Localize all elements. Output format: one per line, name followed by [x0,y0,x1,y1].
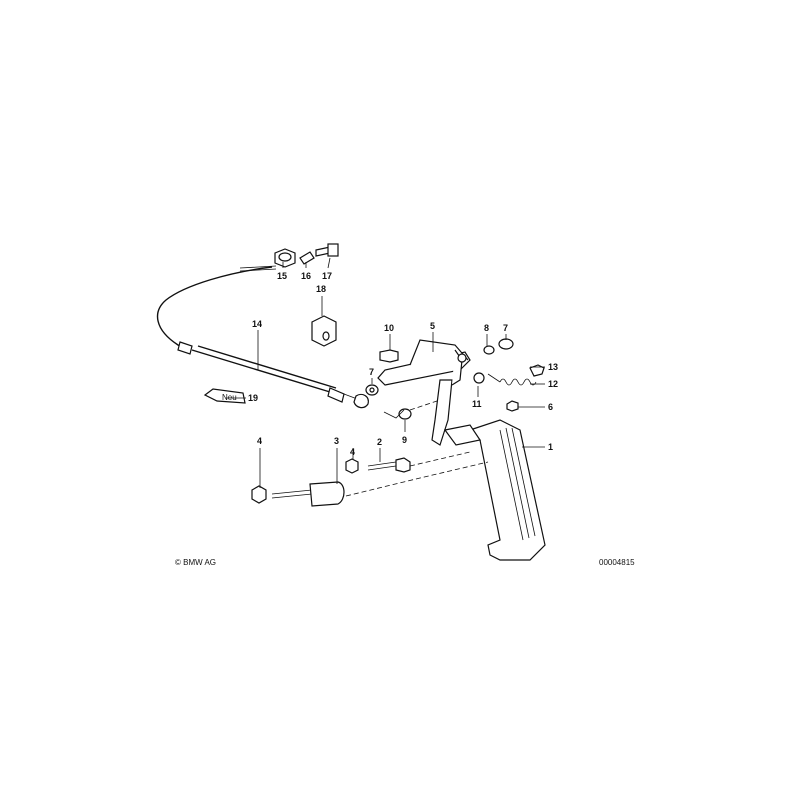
nut-4-left [251,485,267,504]
bushing-18 [311,315,337,347]
callout-4-right: 4 [350,447,355,457]
callout-2: 2 [377,437,382,447]
callout-11: 11 [472,399,482,409]
tag-19: Neu [203,388,246,404]
callout-6: 6 [548,402,553,412]
callout-1: 1 [548,442,553,452]
alignment-line-screw [409,451,471,467]
spring-12 [487,373,537,386]
callout-12: 12 [548,379,558,389]
bushing-11 [473,372,485,384]
pedal-stop-3 [271,481,345,507]
tag-new-text: Neu [222,393,237,402]
callout-7-left: 7 [369,367,374,377]
bolt-10 [379,349,399,363]
callout-3: 3 [334,436,339,446]
clip-16 [299,251,315,265]
callout-15: 15 [277,271,287,281]
image-number: 00004815 [599,558,635,567]
callout-4-left: 4 [257,436,262,446]
callout-16: 16 [301,271,311,281]
nut-15 [274,248,296,268]
callout-18: 18 [316,284,326,294]
callout-14: 14 [252,319,262,329]
callout-19: 19 [248,393,258,403]
callout-10: 10 [384,323,394,333]
washer-8 [483,345,495,355]
nut-6 [506,400,519,412]
callout-17: 17 [322,271,332,281]
bolt-17 [315,243,339,257]
clip-13 [529,364,545,377]
copyright-text: © BMW AG [175,558,216,567]
callout-5: 5 [430,321,435,331]
throttle-cable [156,265,369,409]
screw-2 [367,457,411,473]
bushing-7-right [498,338,514,350]
accelerator-pedal [443,419,546,561]
alignment-line-clip [409,399,441,411]
leader-lines [226,257,545,488]
callout-9: 9 [402,435,407,445]
pedal-bracket [377,339,471,446]
bushing-7-left [365,384,379,396]
alignment-line-stop [345,461,489,497]
callout-7-right: 7 [503,323,508,333]
callout-8: 8 [484,323,489,333]
bushing-9 [383,408,412,420]
callout-numbers: 15 16 17 18 14 19 10 5 8 7 13 12 11 7 9 … [248,271,558,457]
nut-4-right [345,458,359,474]
callout-13: 13 [548,362,558,372]
